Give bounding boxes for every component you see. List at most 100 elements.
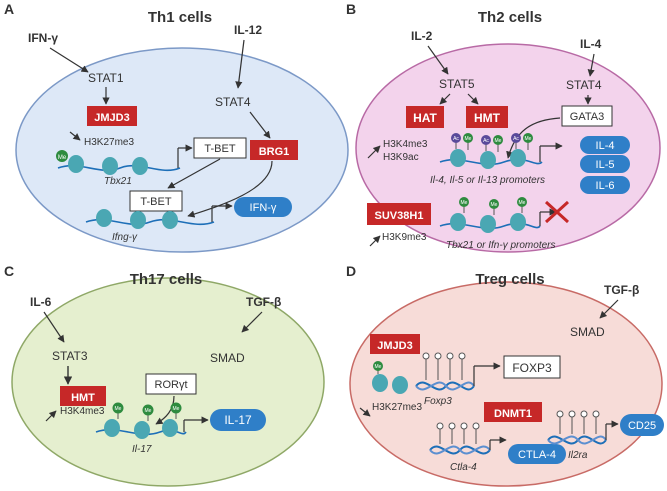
foxp3-locus: Me [372,352,501,394]
foxp3-box [503,355,561,379]
cd25-output-pill [620,414,664,436]
arrow [167,158,221,189]
jmjd3-box [370,334,420,354]
panel-b: B Th2 cells IL-2 STAT5 HAT HMT IL-4 STAT… [346,1,661,253]
svg-text:Ac: Ac [453,136,459,142]
il17-output-pill [210,409,266,431]
arrow [599,299,619,319]
smad-label: SMAD [210,351,245,365]
arrow [249,111,271,139]
arrow [587,53,595,77]
svg-text:Me: Me [461,200,468,206]
h3k4me3-mark: H3K4me3 [383,139,428,150]
arrow [235,39,245,89]
arrow [155,395,175,425]
output-label: IL-6 [596,180,615,192]
hat-box [406,106,444,128]
panel-title: Th1 cells [148,9,212,26]
il4-output-pill [580,136,630,154]
ctla4-output-pill [508,444,566,464]
svg-text:Me: Me [145,408,152,414]
stat4-label: STAT4 [566,78,602,92]
gene-ifng: Ifng-γ [112,232,138,243]
arrow [43,311,65,343]
panel-letter: B [346,1,356,17]
h3k27me3-mark: H3K27me3 [84,137,134,148]
ifng-chromatin [85,202,233,229]
svg-text:Me: Me [495,138,502,144]
tbx21-chromatin-repressed: Me Me Me [439,197,570,233]
gene-il17: Il-17 [132,444,152,455]
panel-letter: D [346,263,356,279]
arrow [427,45,449,75]
il6-input: IL-6 [30,295,52,309]
ifng-output-label: IFN-γ [250,202,277,214]
panel-title: Th2 cells [478,9,542,26]
tbet-box-2 [129,190,183,212]
tbx21-chromatin: Me [56,144,193,175]
output-label: IL-4 [596,140,615,152]
svg-text:Ac: Ac [483,138,489,144]
stat4-label: STAT4 [215,95,251,109]
il2ra-locus [547,410,619,445]
cd25-output-label: CD25 [628,420,656,432]
arrow [467,93,479,105]
output-label: IL-5 [596,159,615,171]
il12-input: IL-12 [234,23,262,37]
tgfb-input: TGF-β [604,283,639,297]
tbx21-promoters: Tbx21 or Ifn-γ promoters [446,240,555,251]
il6-output-pill [580,176,630,194]
gata3-box [561,105,613,127]
il4-promoters: Il-4, Il-5 or Il-13 promoters [430,175,545,186]
jmjd3-label: JMJD3 [377,340,412,352]
svg-text:Ac: Ac [513,136,519,142]
h3k9ac-mark: H3K9ac [383,152,419,163]
dnmt1-box [484,402,542,422]
gene-ctla4: Ctla-4 [450,462,477,473]
il2-input: IL-2 [411,29,433,43]
suv38h1-label: SUV38H1 [375,210,424,222]
arrow [45,410,57,422]
stat3-label: STAT3 [52,349,88,363]
brg1-label: BRG1 [259,146,290,158]
gata3-label: GATA3 [570,111,604,123]
arrow [69,131,81,141]
suv38h1-box [367,203,431,225]
arrow [369,235,381,247]
svg-text:Me: Me [491,202,498,208]
panel-d: D Treg cells TGF-β SMAD JMJD3 H3K27me3 M… [346,263,664,487]
tbet-label-1: T-BET [204,143,235,155]
hmt-box [60,386,106,406]
stat1-label: STAT1 [88,71,124,85]
arrow [439,93,451,105]
panel-a: A Th1 cells IFN-γ STAT1 JMJD3 H3K27me3 I… [4,1,349,253]
svg-text:Me: Me [525,136,532,142]
il4-input: IL-4 [580,37,602,51]
foxp3-label: FOXP3 [512,361,552,375]
il5-output-pill [580,155,630,173]
ifng-output-pill [234,197,292,217]
tbet-label-2: T-BET [140,196,171,208]
svg-text:Me: Me [115,406,122,412]
h3k4me3-mark: H3K4me3 [60,406,105,417]
h3k9me3-mark: H3K9me3 [382,232,427,243]
il4-chromatin: Ac Me Ac Me Ac Me [439,133,563,169]
arrow [241,311,263,333]
il17-output-label: IL-17 [224,413,252,427]
panel-letter: C [4,263,14,279]
gene-il2ra: Il2ra [568,450,588,461]
tbet-box-1 [193,137,247,159]
stat5-label: STAT5 [439,77,475,91]
smad-label: SMAD [570,325,605,339]
dnmt1-label: DNMT1 [494,408,532,420]
hmt-label: HMT [71,392,95,404]
svg-text:Me: Me [173,406,180,412]
arrow [49,47,89,73]
svg-text:Me: Me [519,200,526,206]
svg-text:Me: Me [465,136,472,142]
hmt-box [466,106,508,128]
treg-cell [349,281,663,487]
h3k27me3-mark: H3K27me3 [372,402,422,413]
svg-text:Me: Me [375,364,382,370]
rorgt-box [145,373,197,395]
